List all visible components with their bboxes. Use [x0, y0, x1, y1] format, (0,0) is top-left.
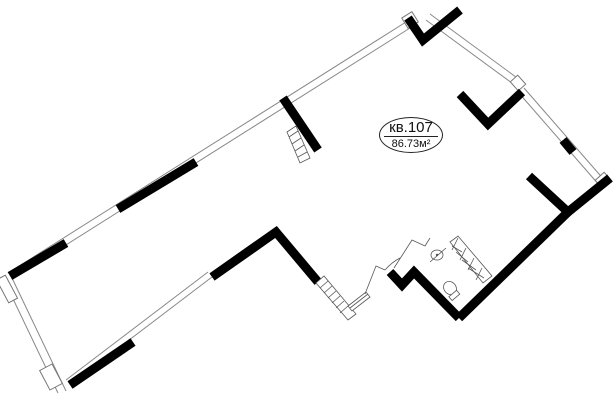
- stair-grid: [315, 275, 371, 321]
- window-frames: [0, 11, 612, 391]
- entrance-door: [364, 257, 401, 295]
- walls: [7, 6, 613, 389]
- apartment-number: кв.107: [389, 119, 433, 136]
- apartment-area: 86.73м²: [391, 138, 431, 150]
- windows: [3, 13, 607, 394]
- apartment-label: кв.107 86.73м²: [379, 117, 443, 153]
- vent-shaft: [286, 125, 311, 164]
- label-divider: [384, 136, 438, 137]
- bathroom: [393, 235, 493, 302]
